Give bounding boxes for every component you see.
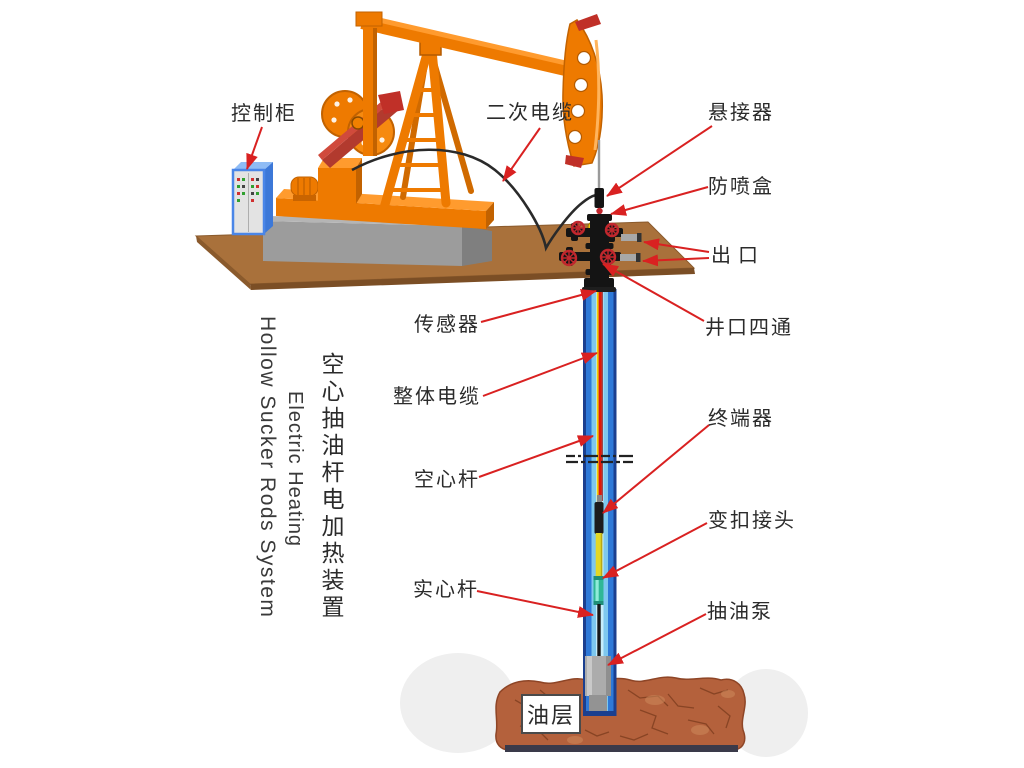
horsehead-top-cap [575, 14, 601, 31]
pipe-bottom-cap [583, 711, 617, 716]
crank-counterweights [318, 90, 404, 168]
label-outlet: 出口 [711, 245, 765, 267]
label-crossover-joint: 变扣接头 [708, 510, 796, 532]
title-electric-heating: Electric Heating [284, 391, 306, 548]
label-integral-cable: 整体电缆 [393, 386, 481, 408]
heater-wire-yellow [596, 289, 599, 533]
label-suspension-connector: 悬接器 [708, 102, 774, 124]
gearbox [318, 158, 362, 204]
yellow-rod-section [595, 533, 603, 578]
label-sensor: 传感器 [414, 314, 480, 336]
pipe-break-marks [566, 454, 633, 464]
label-secondary-cable: 二次电缆 [486, 102, 574, 124]
label-hollow-rod: 空心杆 [414, 469, 480, 491]
a-frame [379, 40, 474, 213]
bop-red-seal [596, 207, 603, 215]
ladder-rungs [387, 88, 446, 192]
title-system-chinese: 空心抽油杆电加热装置 [318, 352, 343, 622]
outlet-pipe-upper [621, 234, 639, 241]
walking-beam [355, 11, 572, 156]
outlet-pipe-lower [620, 254, 638, 261]
blowout-prevention-box-part [587, 214, 612, 221]
label-wellhead-cross: 井口四通 [705, 317, 793, 339]
oil-pump-part [585, 656, 611, 711]
label-oil-layer: 油层 [521, 694, 581, 734]
motor [290, 176, 319, 201]
label-solid-rod: 实心杆 [413, 579, 479, 601]
horsehead-holes [567, 50, 592, 145]
crossover-joint-part [593, 576, 604, 605]
ground-shadow [400, 653, 808, 757]
label-oil-pump: 抽油泵 [707, 601, 773, 623]
crank-pin [351, 116, 365, 130]
rock-cracks [514, 687, 731, 741]
label-blowout-prevention-box: 防喷盒 [708, 176, 774, 198]
cabinet-indicator-lights [237, 178, 259, 202]
wellhead-christmas-tree [559, 220, 642, 292]
control-cabinet [231, 162, 273, 236]
annotation-arrows [246, 125, 713, 666]
terminator-stub [597, 495, 602, 504]
label-control-cabinet: 控制柜 [231, 103, 297, 125]
horsehead [562, 14, 604, 168]
rock-bottom-edge [505, 745, 738, 752]
valve-handwheels [560, 220, 620, 267]
suspension-connector-part [594, 188, 604, 208]
secondary-cable-line [351, 148, 597, 252]
downhole-components [585, 495, 611, 711]
solid-rod-part [597, 604, 601, 660]
title-hollow-sucker-rods-system: Hollow Sucker Rods System [256, 316, 279, 619]
label-terminator: 终端器 [708, 408, 774, 430]
pumpjack [276, 11, 604, 229]
terminator-part [594, 502, 604, 534]
integral-heater-cable [598, 289, 602, 501]
horsehead-bottom-tip [565, 155, 584, 168]
